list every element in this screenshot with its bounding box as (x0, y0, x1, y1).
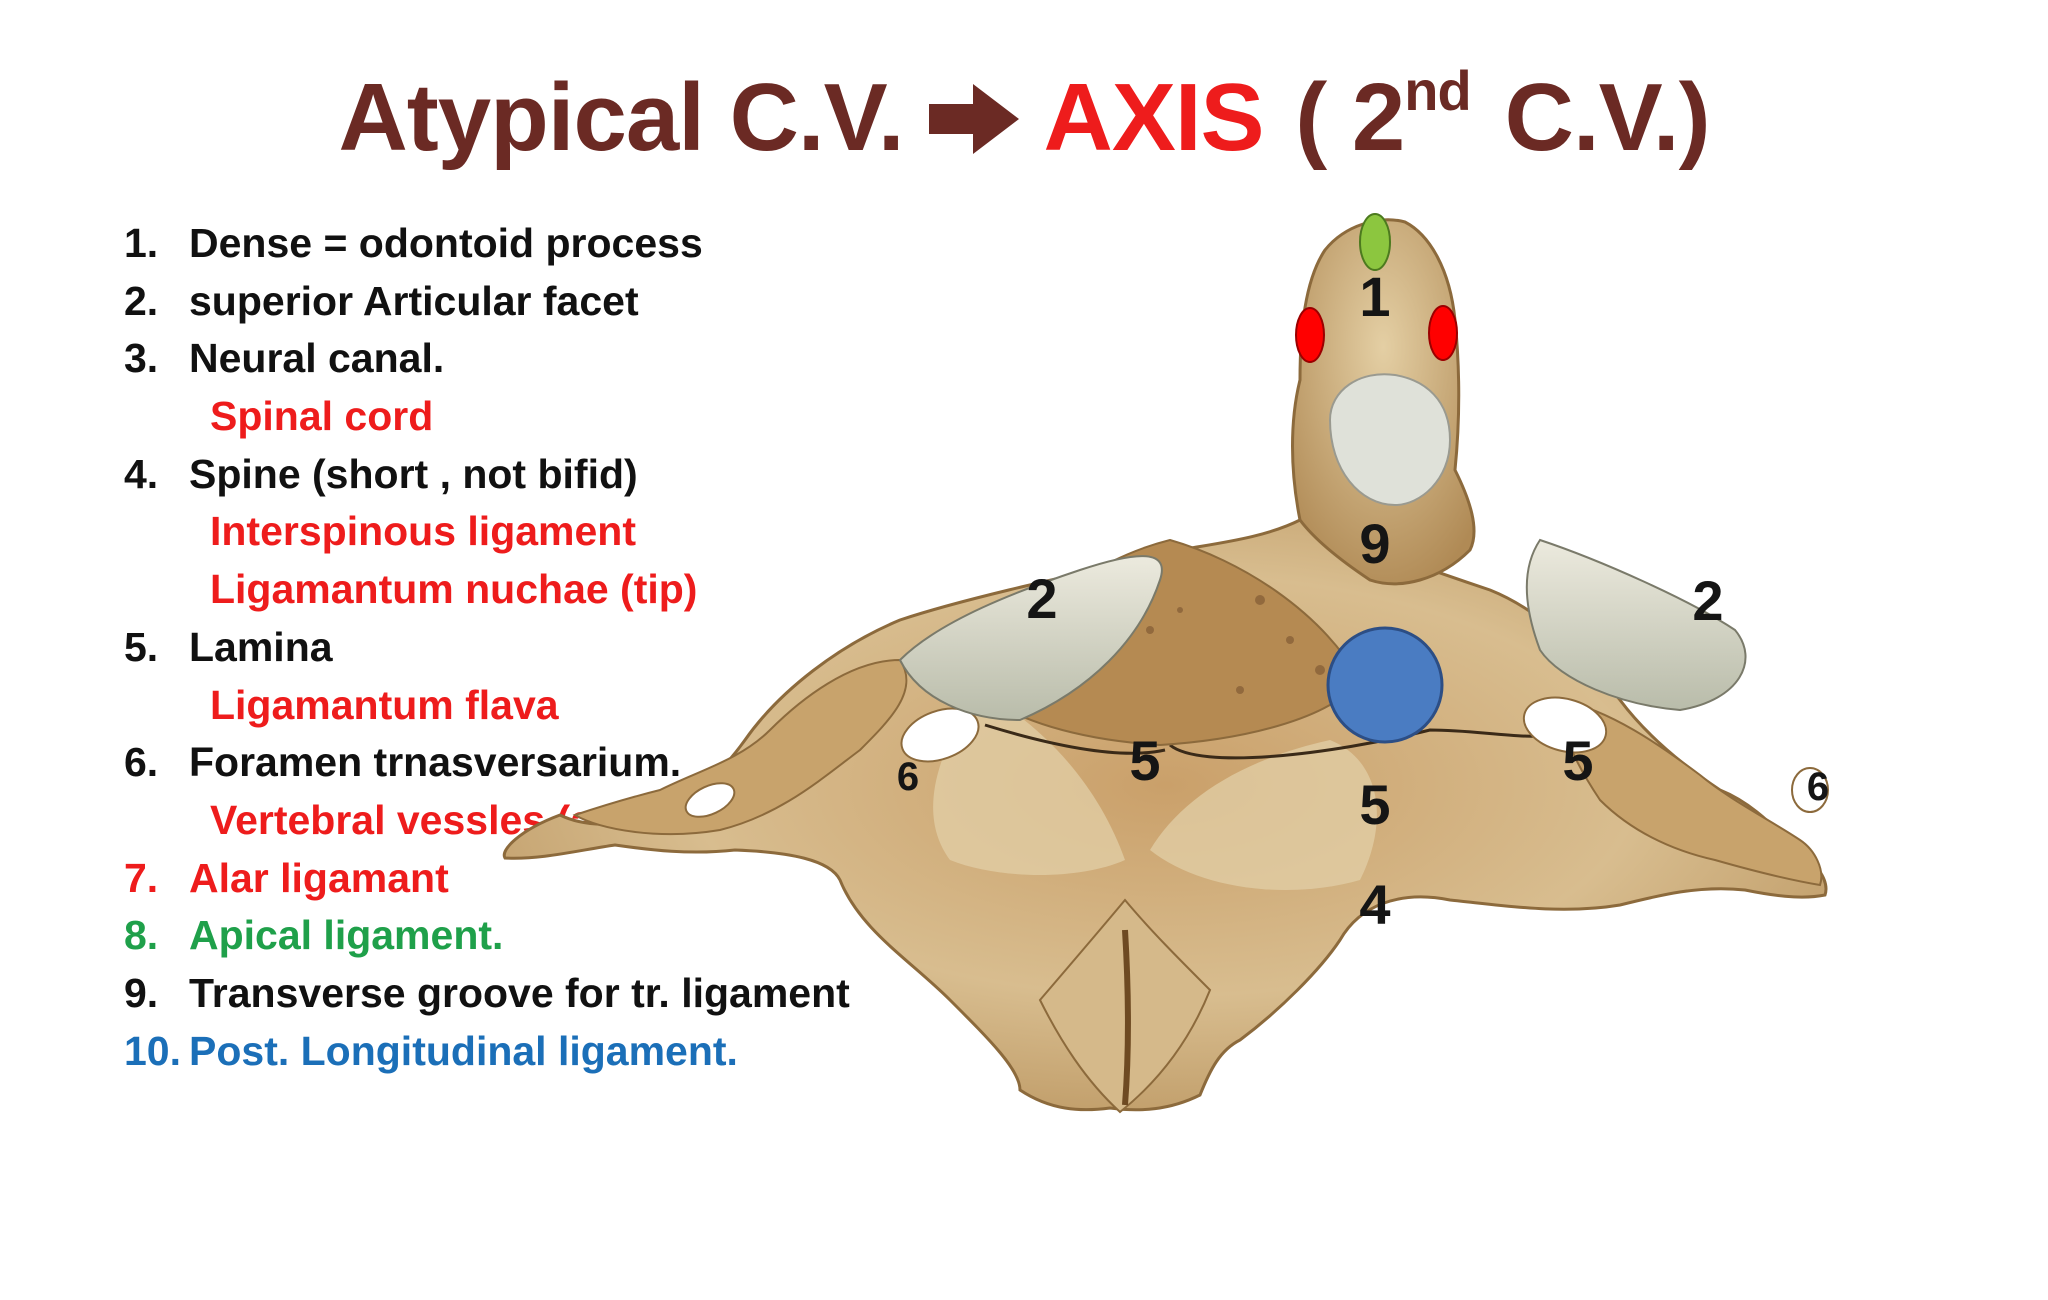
title-axis: AXIS (1043, 64, 1264, 171)
legend-number: 6. (124, 739, 159, 786)
legend-item: 9. Transverse groove for tr. ligament (124, 965, 884, 1023)
legend-item: 7. Alar ligamant (124, 850, 884, 908)
superior-articular-facet-right (1525, 538, 1747, 712)
label-articular-facet-left: 2 (1026, 567, 1057, 630)
legend-item: 10. Post. Longitudinal ligament. (124, 1023, 884, 1081)
legend-list: 1. Dense = odontoid process 2. superior … (124, 215, 884, 1080)
legend-subtext: Ligamantum nuchae (tip) (210, 566, 698, 613)
alar-ligament-marker-right (1428, 305, 1458, 361)
lamina-left-shape (933, 690, 1125, 875)
foramen-transversarium-right (1522, 696, 1608, 754)
legend-text: Neural canal. (189, 335, 445, 382)
label-lamina-left: 5 (1129, 729, 1160, 792)
legend-subtext: Spinal cord (210, 393, 434, 440)
title-superscript: nd (1404, 59, 1471, 122)
lamina-right-shape (1150, 740, 1377, 890)
legend-number: 3. (124, 335, 159, 382)
foramen-transversarium-right-outer (1791, 767, 1829, 813)
slide-title: Atypical C.V. AXIS ( 2nd C.V.) (0, 58, 2048, 178)
legend-number: 4. (124, 450, 159, 497)
post-longitudinal-ligament-marker (1326, 626, 1444, 744)
legend-subitem: Ligamantum flava (124, 677, 884, 735)
label-lamina-right: 5 (1562, 729, 1593, 792)
legend-item: 2. superior Articular facet (124, 273, 884, 331)
foramen-transversarium-left-outer (684, 782, 736, 818)
foramen-transversarium-left (900, 707, 980, 763)
legend-number: 9. (124, 969, 159, 1016)
legend-text: Dense = odontoid process (189, 220, 703, 266)
legend-item: 3. Neural canal. (124, 330, 884, 388)
spine-groove (1122, 929, 1132, 1106)
legend-text: Transverse groove for tr. ligament (189, 969, 850, 1016)
anterior-articular-facet (1328, 373, 1452, 507)
label-articular-facet-right: 2 (1692, 569, 1723, 632)
legend-text: Lamina (189, 623, 333, 670)
legend-text: superior Articular facet (189, 277, 639, 324)
legend-text: Alar ligamant (189, 854, 449, 901)
legend-subitem: Ligamantum nuchae (tip) (124, 561, 884, 619)
legend-text: Spine (short , not bifid) (189, 450, 638, 497)
superior-articular-facet-left (898, 555, 1163, 722)
label-foramen-left: 6 (897, 755, 919, 799)
label-lamina-mid: 5 (1359, 773, 1390, 836)
legend-item: 8. Apical ligament. (124, 907, 884, 965)
transverse-process-left (572, 658, 908, 835)
alar-ligament-marker-left (1295, 307, 1325, 363)
legend-item: 4. Spine (short , not bifid) (124, 446, 884, 504)
legend-subitem: Spinal cord (124, 388, 884, 446)
legend-number: 8. (124, 912, 159, 959)
legend-text: Post. Longitudinal ligament. (189, 1027, 738, 1074)
title-paren-number: ( 2 (1295, 64, 1405, 171)
legend-subtext: Ligamantum flava (210, 681, 559, 728)
title-cv: C.V.) (1504, 64, 1711, 171)
legend-item: 5. Lamina (124, 619, 884, 677)
legend-number: 5. (124, 623, 159, 670)
legend-subtext: Interspinous ligament (210, 508, 636, 555)
legend-number: 7. (124, 854, 159, 901)
apical-ligament-marker (1359, 213, 1391, 271)
label-transverse-groove: 9 (1359, 512, 1390, 575)
legend-subitem: Interspinous ligament (124, 503, 884, 561)
legend-number: 2. (124, 277, 159, 324)
legend-item: 1. Dense = odontoid process (124, 215, 884, 273)
legend-text: Foramen trnasversarium. (189, 739, 682, 786)
legend-number: 1. (124, 220, 159, 266)
label-spine: 4 (1359, 873, 1390, 936)
label-dens: 1 (1359, 265, 1390, 328)
transverse-process-right (1558, 698, 1823, 887)
right-arrow-icon (929, 84, 1020, 154)
label-foramen-right: 6 (1807, 765, 1829, 809)
lamina-edge (984, 723, 1166, 755)
legend-item: 6. Foramen trnasversarium. (124, 734, 884, 792)
title-atypical-cv: Atypical C.V. (338, 64, 904, 171)
legend-number: 10. (124, 1027, 181, 1074)
legend-text: Apical ligament. (189, 912, 504, 959)
